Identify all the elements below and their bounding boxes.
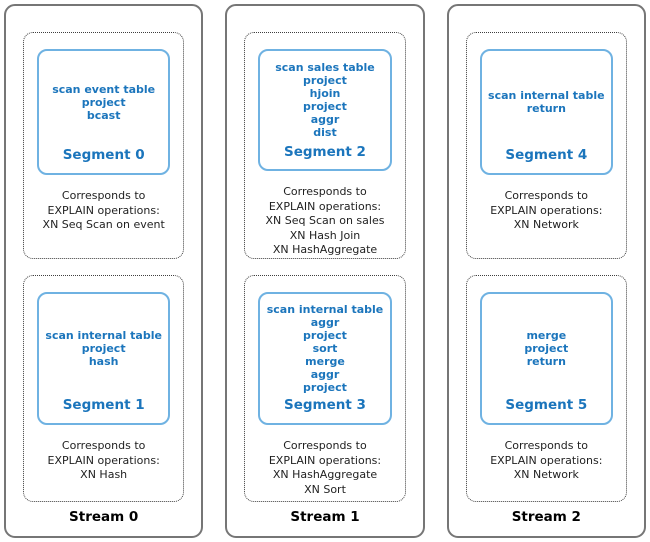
segment-title: Segment 1 [62, 397, 145, 414]
explain-operation: XN Seq Scan on event [42, 218, 165, 232]
explain-operation: XN Network [513, 468, 579, 482]
operation-label: scan event table [52, 82, 156, 96]
operation-label: project [303, 74, 347, 88]
operation-label: sort [312, 342, 338, 356]
explain-heading: Corresponds to EXPLAIN operations: [490, 189, 603, 217]
explain-operations: XN Network [480, 218, 613, 233]
operation-label: scan internal table [488, 89, 605, 103]
segment-title: Segment 5 [505, 397, 588, 414]
operation-label: aggr [310, 316, 340, 330]
explain-operation: XN HashAggregate [272, 468, 378, 482]
explain-heading: Corresponds to EXPLAIN operations: [47, 439, 160, 467]
explain-operation: XN HashAggregate [272, 243, 378, 257]
explain-note: Corresponds to EXPLAIN operations: XN Ne… [480, 439, 613, 483]
explain-operation: XN Seq Scan on sales [265, 214, 385, 228]
operation-label: project [524, 342, 569, 356]
operation-label: aggr [310, 113, 340, 127]
operation-label: project [81, 95, 126, 109]
explain-heading: Corresponds to EXPLAIN operations: [47, 189, 160, 217]
stream-label: Stream 1 [290, 509, 360, 525]
operation-label: merge [526, 329, 567, 343]
explain-operations: XN Hash [37, 468, 170, 483]
explain-operation: XN Network [513, 218, 579, 232]
operation-label: return [526, 102, 566, 116]
explain-operation: XN Sort [304, 482, 346, 496]
operation-label: scan sales table [275, 61, 375, 75]
operation-label: hash [88, 355, 119, 369]
stream-label: Stream 0 [69, 509, 139, 525]
operation-label: aggr [310, 368, 340, 382]
explain-note: Corresponds to EXPLAIN operations: XN Se… [37, 189, 170, 233]
operation-label: bcast [86, 108, 121, 122]
operation-label: scan internal table [266, 303, 384, 317]
explain-operation: XN Hash [80, 468, 128, 482]
explain-operations: XN Network [480, 468, 613, 483]
explain-note: Corresponds to EXPLAIN operations: XN Ha… [258, 439, 391, 497]
operation-label: project [303, 100, 347, 114]
segment-title: Segment 2 [284, 143, 366, 160]
operation-label: return [526, 355, 566, 369]
operation-label: project [303, 381, 347, 394]
explain-heading: Corresponds to EXPLAIN operations: [490, 439, 603, 467]
operation-label: project [81, 342, 126, 356]
segment-title: Segment 0 [62, 147, 145, 164]
operation-label: hjoin [309, 87, 341, 101]
stream-label: Stream 2 [511, 509, 581, 525]
explain-heading: Corresponds to EXPLAIN operations: [268, 185, 382, 213]
explain-note: Corresponds to EXPLAIN operations: XN Ha… [37, 439, 170, 483]
explain-operations: XN Seq Scan on event [37, 218, 170, 233]
explain-operation: XN Hash Join [289, 228, 361, 242]
explain-note: Corresponds to EXPLAIN operations: XN Ne… [480, 189, 613, 233]
explain-heading: Corresponds to EXPLAIN operations: [268, 439, 382, 467]
operation-label: project [303, 329, 347, 343]
operation-label: merge [305, 355, 345, 369]
segment-title: Segment 4 [505, 147, 588, 164]
segment-title: Segment 3 [284, 397, 366, 414]
operation-label: dist [313, 126, 337, 140]
operation-label: scan internal table [45, 329, 162, 343]
explain-note: Corresponds to EXPLAIN operations: XN Se… [258, 185, 391, 258]
